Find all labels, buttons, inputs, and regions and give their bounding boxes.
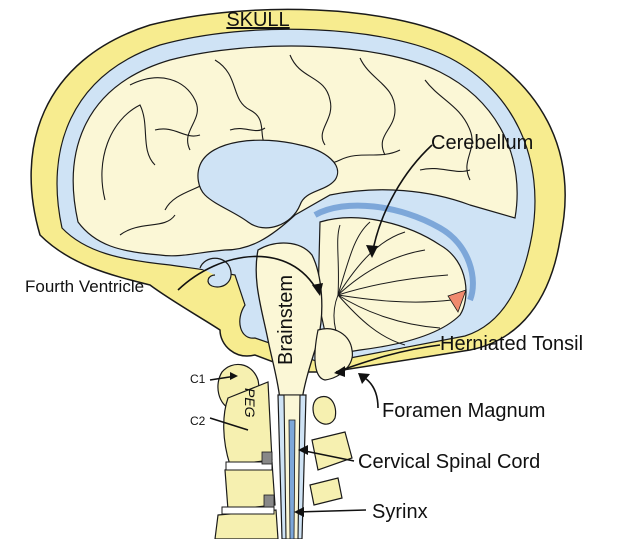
posterior-arch-c2 [312,432,352,470]
syrinx-pointer [296,510,366,512]
label-c1: C1 [190,372,206,386]
label-skull: SKULL [226,9,289,31]
label-fourth-ventricle: Fourth Ventricle [25,277,144,296]
label-herniated-tonsil: Herniated Tonsil [440,333,583,355]
posterior-arch-c1 [313,396,336,424]
posterior-arch-c3 [310,478,342,505]
label-brainstem: Brainstem [275,275,297,365]
label-foramen-magnum: Foramen Magnum [382,400,545,422]
label-syrinx: Syrinx [372,501,428,523]
label-peg: PEG [242,388,258,418]
label-cervical-spinal-cord: Cervical Spinal Cord [358,451,540,473]
syrinx-shape [289,420,295,539]
label-c2: C2 [190,414,206,428]
label-cerebellum: Cerebellum [431,132,533,154]
